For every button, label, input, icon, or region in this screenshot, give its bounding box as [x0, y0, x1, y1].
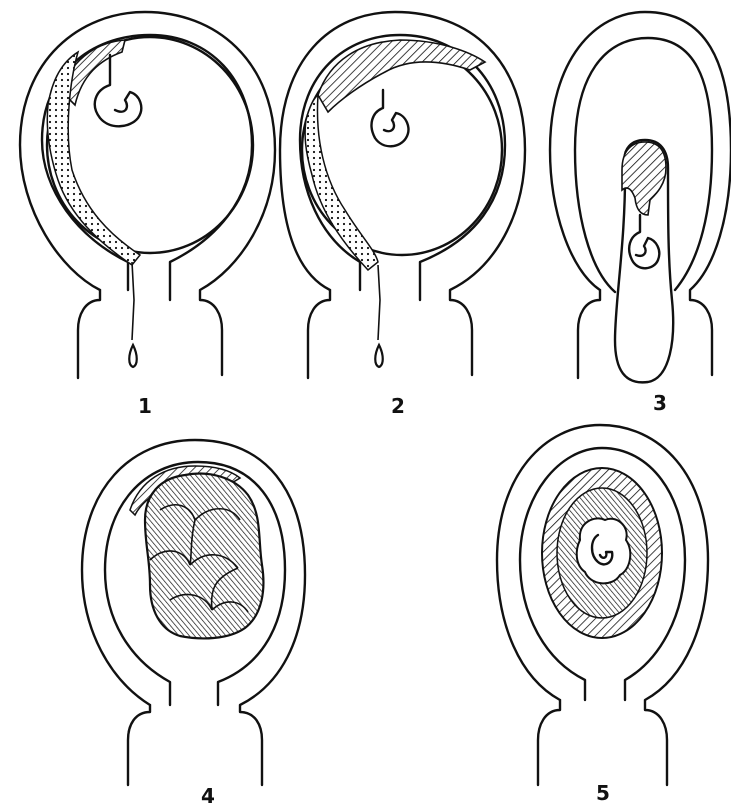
panel-2: 2	[280, 12, 525, 418]
retroplacental-bleed-2	[305, 95, 378, 270]
fetus-2	[372, 90, 409, 146]
blood-drop-1	[129, 345, 137, 367]
panel-label-4: 4	[201, 784, 215, 808]
bleeding-track-2	[378, 265, 380, 340]
placenta-3	[622, 142, 666, 215]
retroplacental-bleed-1	[47, 52, 140, 265]
panel-5: 5	[497, 425, 708, 805]
panel-label-5: 5	[596, 781, 610, 805]
fetus-3	[629, 215, 659, 268]
blood-drop-2	[375, 345, 383, 367]
fetus-1	[95, 55, 141, 126]
amniotic-cavity-5	[577, 518, 631, 583]
panel-4: 4	[82, 440, 305, 808]
panel-1: 1	[20, 12, 275, 418]
panel-label-1: 1	[138, 394, 152, 418]
panel-3: 3	[550, 12, 731, 415]
panel-label-2: 2	[391, 394, 405, 418]
uterus-outer-wall-2	[280, 12, 525, 378]
panel-label-3: 3	[653, 391, 667, 415]
bleeding-track-1	[132, 262, 134, 340]
